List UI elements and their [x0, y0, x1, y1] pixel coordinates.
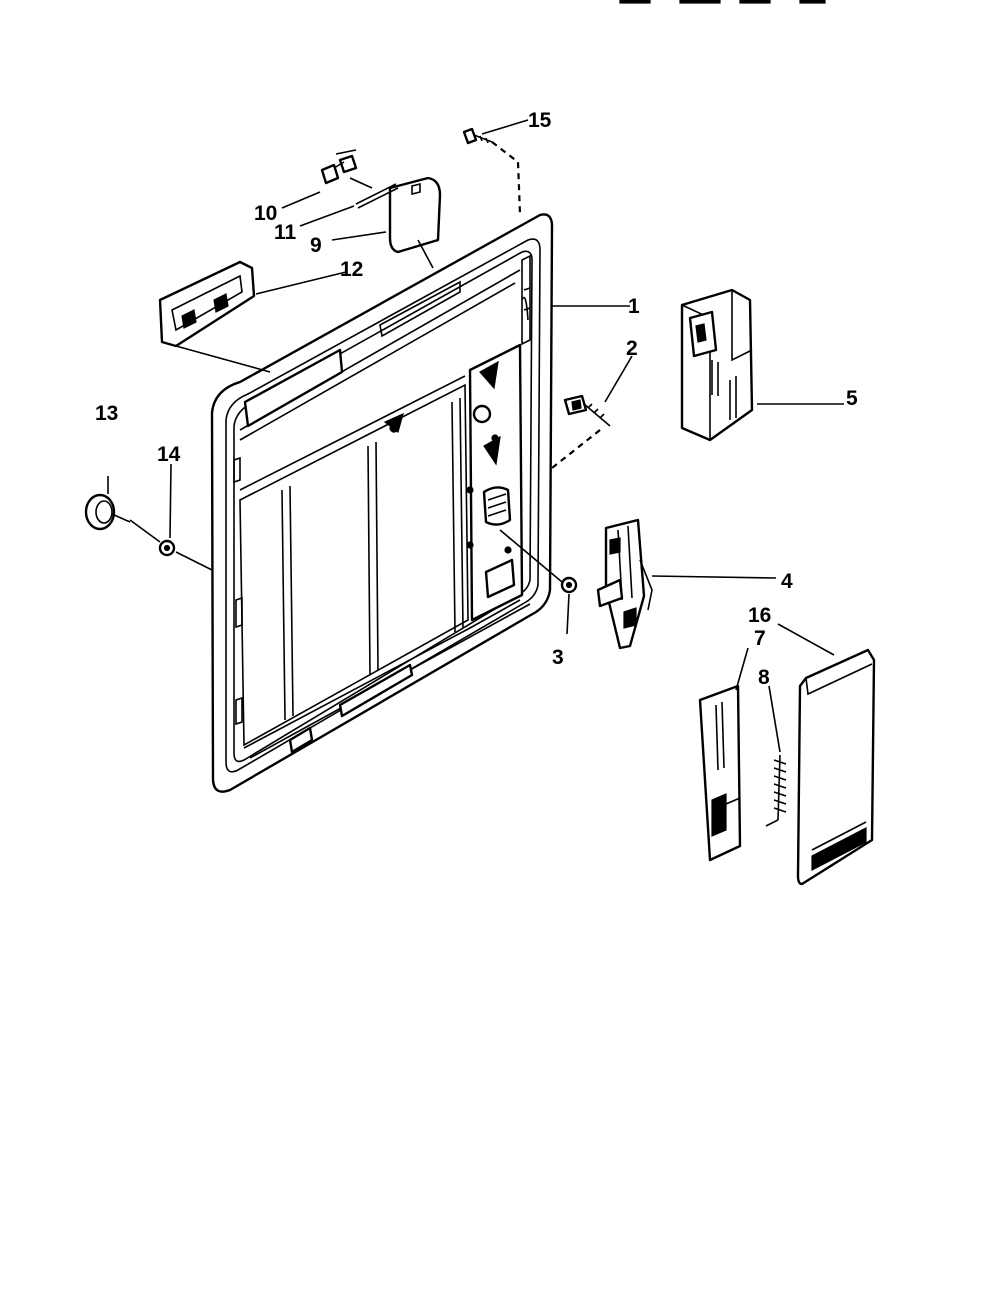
part-3-nut	[560, 576, 578, 594]
part-4-latch	[596, 518, 653, 650]
dashed-assembly-lines	[491, 141, 601, 469]
part-13-knob	[84, 493, 131, 531]
part-15-screw	[462, 127, 493, 145]
callout-15: 15	[528, 109, 552, 132]
part-2-screw	[563, 394, 611, 427]
callout-4: 4	[781, 570, 793, 593]
callout-3: 3	[552, 646, 564, 669]
part-7-bracket	[698, 684, 742, 862]
callout-1: 1	[628, 295, 640, 318]
callout-11: 11	[274, 221, 297, 244]
callout-8: 8	[758, 666, 770, 689]
part-12-handle-bracket	[158, 260, 256, 348]
part-14-nut	[158, 539, 176, 557]
callout-labels: 1 2 3 4 5 7 8 9 10 11 12 13 14 15 16	[95, 109, 858, 689]
callout-9: 9	[310, 234, 322, 257]
leader-lines	[107, 119, 844, 753]
part-10-clip	[320, 154, 358, 185]
part-16-cover-panel	[796, 648, 876, 886]
inner-door-panel	[210, 213, 554, 793]
callout-13: 13	[95, 402, 118, 425]
callout-16: 16	[748, 604, 771, 627]
callout-14: 14	[157, 443, 181, 466]
part-8-spring	[765, 754, 787, 827]
top-edge-artifacts	[619, 0, 826, 4]
part-11-pin	[355, 183, 399, 209]
callout-5: 5	[846, 387, 858, 410]
callout-2: 2	[626, 337, 638, 360]
callout-10: 10	[254, 202, 277, 225]
callout-12: 12	[340, 258, 363, 281]
part-9-plate	[388, 176, 442, 254]
part-5-module	[680, 288, 754, 442]
callout-7: 7	[754, 627, 766, 650]
